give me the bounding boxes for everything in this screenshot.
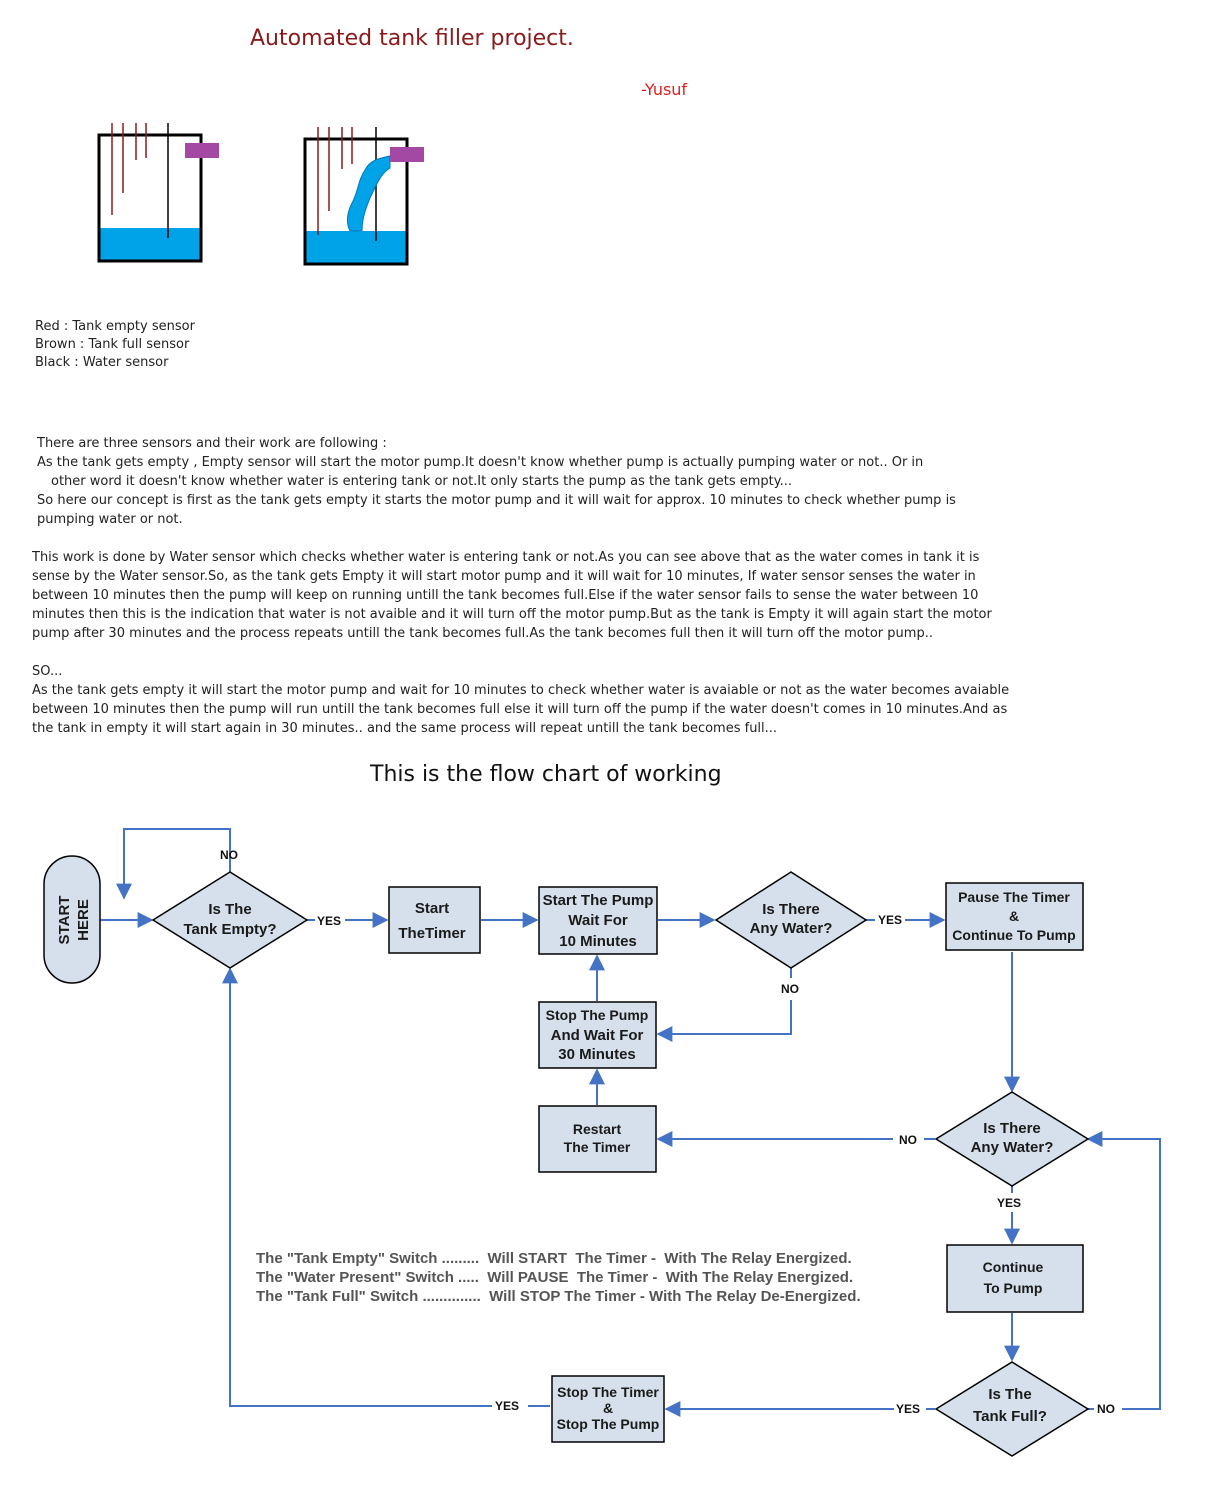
branch-labels: NO YES YES NO NO YES YES NO YES xyxy=(220,848,1115,1416)
author-name: -Yusuf xyxy=(641,80,688,99)
pump-outlet-icon xyxy=(390,147,424,162)
paragraph-line: As the tank gets empty , Empty sensor wi… xyxy=(37,455,924,470)
description-paragraph-3: SO... As the tank gets empty it will sta… xyxy=(32,662,1009,738)
note-line: The "Tank Empty" Switch ......... Will S… xyxy=(256,1250,852,1267)
paragraph-line: sense by the Water sensor.So, as the tan… xyxy=(32,569,976,584)
label-no: NO xyxy=(220,848,238,862)
note-line: The "Tank Full" Switch .............. Wi… xyxy=(256,1288,861,1305)
description-paragraph-2: This work is done by Water sensor which … xyxy=(32,548,992,643)
paragraph-line: pumping water or not. xyxy=(37,512,183,527)
box-start-timer: Start TheTimer xyxy=(388,886,481,954)
paragraph-line: minutes then this is the indication that… xyxy=(32,607,992,622)
flowchart-heading: This is the flow chart of working xyxy=(370,762,722,787)
label-yes: YES xyxy=(997,1196,1021,1210)
decision-text: Tank Full? xyxy=(973,1408,1047,1425)
paragraph-line: between 10 minutes then the pump will ru… xyxy=(32,702,1008,717)
box-text: Stop The Timer xyxy=(557,1384,659,1400)
paragraph-line: pump after 30 minutes and the process re… xyxy=(32,626,933,641)
box-text: To Pump xyxy=(984,1280,1043,1296)
paragraph-line: There are three sensors and their work a… xyxy=(37,436,387,451)
paragraph-line: between 10 minutes then the pump will ke… xyxy=(32,588,979,603)
decision-text: Is The xyxy=(988,1386,1031,1403)
decision-text: Tank Empty? xyxy=(183,921,276,938)
paragraph-line: other word it doesn't know whether water… xyxy=(51,474,792,489)
box-text: Start xyxy=(415,900,449,917)
box-text: And Wait For xyxy=(551,1027,644,1044)
label-no: NO xyxy=(899,1133,917,1147)
sensor-legend: Red : Tank empty sensor Brown : Tank ful… xyxy=(35,319,195,370)
decision-tank-empty: Is The Tank Empty? xyxy=(151,871,309,969)
label-no: NO xyxy=(1097,1402,1115,1416)
box-text: Pause The Timer xyxy=(958,889,1070,905)
box-text: Wait For xyxy=(568,912,628,929)
pump-outlet-icon xyxy=(185,143,219,158)
box-start-pump: Start The Pump Wait For 10 Minutes xyxy=(538,886,658,955)
box-pause-timer: Pause The Timer & Continue To Pump xyxy=(945,882,1084,951)
box-text: Restart xyxy=(573,1121,622,1137)
start-label-1: START xyxy=(56,896,73,945)
paragraph-line: This work is done by Water sensor which … xyxy=(32,550,980,565)
start-label-2: HERE xyxy=(75,899,92,941)
decision-tank-full: Is The Tank Full? xyxy=(934,1361,1090,1457)
paragraph-line: So here our concept is first as the tank… xyxy=(37,493,956,508)
box-text: 10 Minutes xyxy=(559,933,637,950)
box-restart-timer: Restart The Timer xyxy=(538,1105,657,1173)
description-paragraph-1: There are three sensors and their work a… xyxy=(37,434,956,529)
flow-connectors xyxy=(100,828,1161,1417)
label-yes: YES xyxy=(896,1402,920,1416)
decision-text: Any Water? xyxy=(750,920,833,937)
paragraph-line: the tank in empty it will start again in… xyxy=(32,721,778,736)
decision-water-2: Is There Any Water? xyxy=(934,1091,1090,1187)
label-no: NO xyxy=(781,982,799,996)
label-yes: YES xyxy=(495,1399,519,1413)
box-text: Start The Pump xyxy=(543,892,654,909)
label-yes: YES xyxy=(317,914,341,928)
legend-item: Brown : Tank full sensor xyxy=(35,337,190,352)
box-text: Stop The Pump xyxy=(557,1416,660,1432)
box-text: & xyxy=(603,1400,613,1416)
box-text: Continue xyxy=(983,1259,1044,1275)
paragraph-line: SO... xyxy=(32,664,63,679)
box-text: The Timer xyxy=(564,1139,631,1155)
page-title: Automated tank filler project. xyxy=(250,26,574,51)
box-text: Continue To Pump xyxy=(952,927,1075,943)
box-text: & xyxy=(1009,908,1019,924)
box-text: TheTimer xyxy=(398,925,465,942)
decision-water-1: Is There Any Water? xyxy=(714,871,868,969)
decision-text: Any Water? xyxy=(971,1139,1054,1156)
box-continue-pump: Continue To Pump xyxy=(946,1244,1084,1313)
tank-filling-illustration xyxy=(303,127,424,266)
label-yes: YES xyxy=(878,913,902,927)
paragraph-line: As the tank gets empty it will start the… xyxy=(32,683,1010,698)
box-stop-pump-wait: Stop The Pump And Wait For 30 Minutes xyxy=(538,1001,657,1069)
legend-item: Black : Water sensor xyxy=(35,355,169,370)
start-terminal: START HERE xyxy=(43,855,101,984)
box-stop-timer-pump: Stop The Timer & Stop The Pump xyxy=(551,1375,665,1443)
decision-text: Is There xyxy=(983,1120,1041,1137)
switch-notes: The "Tank Empty" Switch ......... Will S… xyxy=(256,1250,861,1305)
decision-text: Is There xyxy=(762,901,820,918)
box-text: 30 Minutes xyxy=(558,1046,636,1063)
legend-item: Red : Tank empty sensor xyxy=(35,319,195,334)
note-line: The "Water Present" Switch ..... Will PA… xyxy=(256,1269,853,1286)
tank-illustrations xyxy=(97,123,424,266)
box-text: Stop The Pump xyxy=(546,1007,649,1023)
tank-empty-illustration xyxy=(97,123,219,263)
decision-text: Is The xyxy=(208,901,251,918)
